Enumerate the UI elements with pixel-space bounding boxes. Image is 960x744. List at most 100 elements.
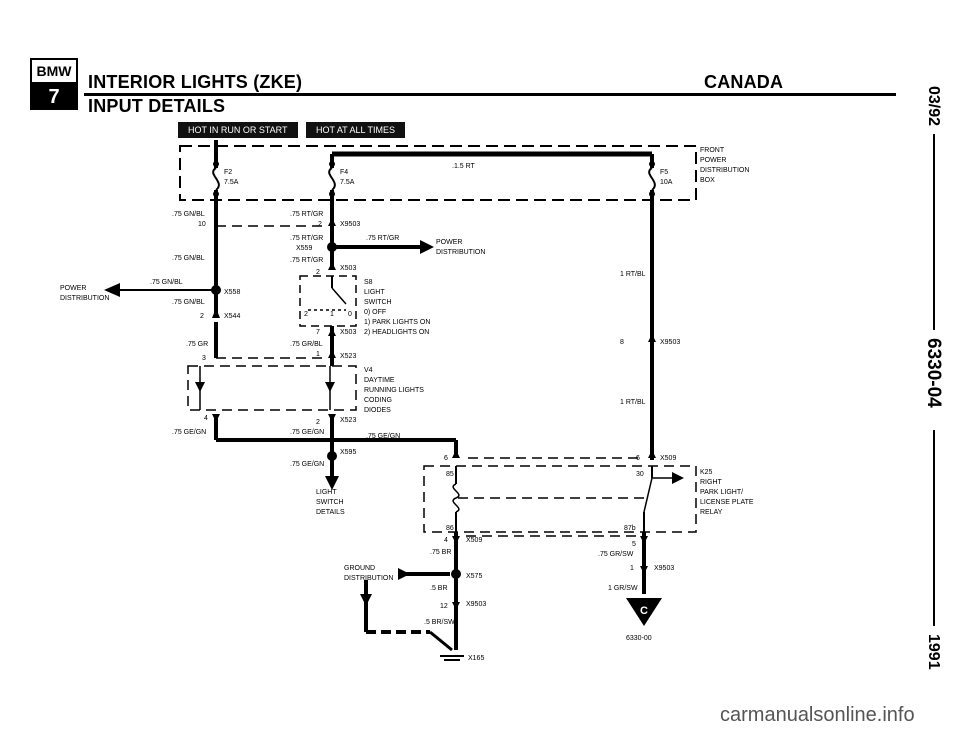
connector-label-x9503-d: X9503 <box>654 565 674 572</box>
connector-label-x559: X559 <box>296 245 312 252</box>
connector-x9503-e <box>452 602 460 610</box>
fuse-f2-name: F2 <box>224 169 232 176</box>
wire-label-rt-gr-3: .75 RT/GR <box>366 235 399 242</box>
wire-label-rt-gr-2: .75 RT/GR <box>290 235 323 242</box>
header-rule <box>84 93 896 96</box>
diagram-code: 6330-00 <box>626 635 652 642</box>
pin-12: 12 <box>440 603 448 610</box>
hot-run-start-box: HOT IN RUN OR START <box>178 122 298 138</box>
connector-label-x575: X575 <box>466 573 482 580</box>
front-pd-line-3: DISTRIBUTION <box>700 167 749 174</box>
relay-pin-86: 86 <box>446 525 454 532</box>
fuse-f4-symbol <box>328 167 336 191</box>
connector-label-x9503-c: X9503 <box>660 339 680 346</box>
fuse-box-outline <box>179 145 697 201</box>
wire-label-br-75: .75 BR <box>430 549 451 556</box>
pin-5: 5 <box>632 541 636 548</box>
connector-label-x165: X165 <box>468 655 484 662</box>
wire-label-gn-bl-1: .75 GN/BL <box>172 211 205 218</box>
s8-line-3: SWITCH <box>364 299 392 306</box>
arrow-to-power-distribution-right <box>420 240 434 254</box>
logo-brand: BMW <box>32 60 76 84</box>
connector-x509-a <box>452 450 460 458</box>
pin-4-b: 4 <box>444 537 448 544</box>
k25-line-3: PARK LIGHT/ <box>700 489 743 496</box>
wire-label-rt-bl-1: 1 RT/BL <box>620 271 646 278</box>
connector-x509-b <box>648 450 656 458</box>
s8-line-6: 2) HEADLIGHTS ON <box>364 329 429 336</box>
pin-2-d: 2 <box>316 419 320 426</box>
side-rule-1 <box>933 134 935 330</box>
v4-line-3: RUNNING LIGHTS <box>364 387 424 394</box>
s8-line-2: LIGHT <box>364 289 385 296</box>
connector-x9503-c <box>648 334 656 342</box>
connector-x523-c <box>328 414 336 422</box>
fuse-f5-name: F5 <box>660 169 668 176</box>
connector-x523-a <box>328 350 336 358</box>
switch-pos-1: 1 <box>330 311 334 318</box>
arrow-ground-down <box>360 594 372 606</box>
wire-label-gr-bl: .75 GR/BL <box>290 341 323 348</box>
pin-10: 10 <box>198 221 206 228</box>
splice-x595 <box>327 451 337 461</box>
light-switch-s8-outline <box>299 275 357 327</box>
logo-series: 7 <box>32 84 76 110</box>
power-dist-left-1: POWER <box>60 285 86 292</box>
pin-2-c: 2 <box>200 313 204 320</box>
wire-label-ge-gn-4: .75 GE/GN <box>290 461 324 468</box>
connector-label-x558: X558 <box>224 289 240 296</box>
connector-label-x509-a: X509 <box>660 455 676 462</box>
pin-7: 7 <box>316 329 320 336</box>
connector-x503 <box>328 262 336 270</box>
pin-2-a: 2 <box>318 221 322 228</box>
pin-2-b: 2 <box>316 269 320 276</box>
k25-line-1: K25 <box>700 469 713 476</box>
k25-line-5: RELAY <box>700 509 723 516</box>
connector-label-x509-b: X509 <box>466 537 482 544</box>
bmw-logo: BMW 7 <box>30 58 78 110</box>
pin-6-b: 6 <box>636 455 640 462</box>
wire-label-br-5: .5 BR <box>430 585 448 592</box>
connector-label-x544: X544 <box>224 313 240 320</box>
relay-pin-85: 85 <box>446 471 454 478</box>
splice-x558 <box>211 285 221 295</box>
arrow-to-power-distribution-left <box>104 283 120 297</box>
page-subtitle: INPUT DETAILS <box>88 96 226 116</box>
relay-pin-30: 30 <box>636 471 644 478</box>
front-pd-line-2: POWER <box>700 157 726 164</box>
pin-3: 3 <box>202 355 206 362</box>
wire-label-gn-bl-4: .75 GN/BL <box>172 299 205 306</box>
region-label: CANADA <box>704 72 784 92</box>
v4-line-4: CODING <box>364 397 392 404</box>
s8-line-4: 0) OFF <box>364 309 386 316</box>
relay-pin-87b: 87b <box>624 525 636 532</box>
v4-line-1: V4 <box>364 367 373 374</box>
wire-label-1-5-rt: .1.5 RT <box>452 163 476 170</box>
offpage-connector-c <box>626 598 662 626</box>
relay-coil <box>452 483 460 513</box>
hot-all-times-box: HOT AT ALL TIMES <box>306 122 406 138</box>
connector-x503-b <box>328 328 336 336</box>
s8-line-1: S8 <box>364 279 373 286</box>
connector-x9503-d <box>640 566 648 574</box>
offpage-c-label: C <box>640 605 648 617</box>
relay-k25-outline <box>423 465 697 533</box>
wire-label-gr-sw-1: 1 GR/SW <box>608 585 638 592</box>
connector-x509-d <box>640 536 648 544</box>
switch-pos-0: 0 <box>348 311 352 318</box>
connector-label-x9503-e: X9503 <box>466 601 486 608</box>
wire-label-gn-bl-3: .75 GN/BL <box>150 279 183 286</box>
connector-label-x595: X595 <box>340 449 356 456</box>
light-switch-details-2: SWITCH <box>316 499 344 506</box>
ground-dist-1: GROUND <box>344 565 375 572</box>
light-switch-details-3: DETAILS <box>316 509 345 516</box>
connector-label-x9503-a: X9503 <box>340 221 360 228</box>
connector-x9503-a <box>328 218 336 226</box>
connector-label-x523-a: X523 <box>340 353 356 360</box>
ground-dist-2: DISTRIBUTION <box>344 575 393 582</box>
pin-1: 1 <box>316 351 320 358</box>
diode-v4-outline <box>187 365 357 411</box>
wire-label-rt-gr-4: .75 RT/GR <box>290 257 323 264</box>
page-title: INTERIOR LIGHTS (ZKE) <box>88 72 303 92</box>
